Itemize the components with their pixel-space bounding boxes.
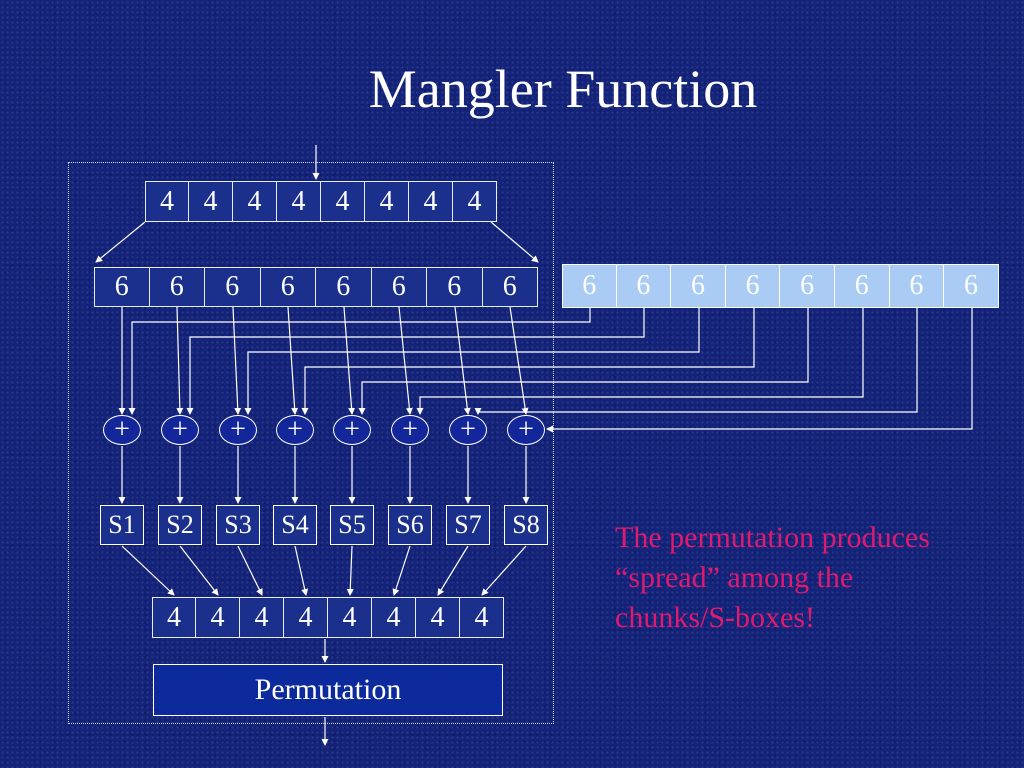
- key-to-xor-1: [128, 308, 591, 415]
- sbox-3: S3: [216, 505, 260, 545]
- mangler-boundary: [68, 162, 554, 724]
- input-chunk-6: 4: [365, 181, 409, 222]
- expansion-arrow-left: [95, 221, 146, 263]
- output-chunk-4: 4: [284, 597, 328, 638]
- expanded-to-xor-8: [509, 306, 529, 415]
- sbox-to-output-8: [481, 545, 527, 596]
- output-chunk-5: 4: [328, 597, 372, 638]
- xor-node-5: +: [333, 415, 371, 445]
- expanded-chunk-7: 6: [427, 267, 483, 307]
- sbox-7: S7: [446, 505, 490, 545]
- input-chunk-8: 4: [453, 181, 497, 222]
- key-chunk-5: 6: [780, 264, 835, 308]
- sbox-1: S1: [100, 505, 144, 545]
- key-chunk-6: 6: [834, 264, 890, 308]
- key-chunk-8: 6: [944, 264, 999, 308]
- sbox-to-output-1: [121, 545, 175, 596]
- sbox-to-output-7: [437, 545, 469, 596]
- sbox-to-output-2: [179, 545, 219, 596]
- note-line-1: The permutation produces: [615, 521, 930, 554]
- key-chunk-3: 6: [671, 264, 726, 308]
- expanded-chunk-8: 6: [482, 267, 538, 307]
- expansion-arrow-right: [490, 221, 539, 263]
- input-chunk-2: 4: [189, 181, 233, 222]
- sbox-8: S8: [504, 505, 548, 545]
- sbox-to-output-3: [237, 545, 263, 596]
- xor-node-3: +: [219, 415, 257, 445]
- output-chunk-6: 4: [372, 597, 416, 638]
- note-line-3: chunks/S-boxes!: [615, 601, 815, 634]
- sbox-6: S6: [388, 505, 432, 545]
- key-to-xor-3: [244, 308, 700, 415]
- input-chunk-5: 4: [321, 181, 365, 222]
- output-chunk-1: 4: [152, 597, 196, 638]
- input-chunk-7: 4: [409, 181, 453, 222]
- key-chunk-1: 6: [562, 264, 617, 308]
- expanded-to-xor-2: [176, 306, 184, 415]
- expanded-chunk-1: 6: [94, 267, 150, 307]
- output-chunk-7: 4: [416, 597, 460, 638]
- xor-node-7: +: [449, 415, 487, 445]
- key-to-xor-7: [474, 308, 918, 415]
- expanded-chunk-3: 6: [205, 267, 261, 307]
- xor-node-4: +: [276, 415, 314, 445]
- output-chunk-8: 4: [460, 597, 504, 638]
- sbox-to-output-4: [294, 545, 309, 596]
- sbox-4: S4: [273, 505, 317, 545]
- output-chunk-2: 4: [196, 597, 240, 638]
- sbox-to-output-5: [346, 545, 354, 596]
- expanded-chunk-2: 6: [149, 267, 205, 307]
- xor-node-8: +: [507, 415, 545, 445]
- expanded-to-xor-5: [343, 306, 356, 415]
- expanded-to-xor-4: [287, 306, 299, 415]
- key-chunk-2: 6: [616, 264, 672, 308]
- input-chunk-3: 4: [233, 181, 277, 222]
- permutation-box: Permutation: [153, 664, 503, 716]
- key-chunk-7: 6: [889, 264, 945, 308]
- sbox-2: S2: [158, 505, 202, 545]
- note-line-2: “spread” among the: [615, 561, 854, 594]
- page-title: Mangler Function: [368, 59, 758, 119]
- sbox-5: S5: [330, 505, 374, 545]
- key-to-xor-6: [416, 308, 864, 415]
- xor-node-2: +: [161, 415, 199, 445]
- output-chunk-3: 4: [240, 597, 284, 638]
- key-to-xor-8: [546, 308, 973, 433]
- expanded-to-xor-3: [232, 306, 242, 415]
- expanded-chunk-4: 6: [260, 267, 316, 307]
- expanded-chunk-5: 6: [316, 267, 372, 307]
- key-to-xor-4: [301, 308, 755, 415]
- input-chunk-1: 4: [145, 181, 189, 222]
- input-chunk-4: 4: [277, 181, 321, 222]
- annotation-note: The permutation produces “spread” among …: [615, 518, 995, 638]
- expanded-to-xor-6: [398, 306, 413, 415]
- key-to-xor-2: [186, 308, 645, 415]
- xor-node-6: +: [391, 415, 429, 445]
- sbox-to-output-6: [392, 545, 411, 596]
- key-chunk-4: 6: [725, 264, 781, 308]
- expanded-chunk-6: 6: [371, 267, 427, 307]
- xor-node-1: +: [103, 415, 141, 445]
- expanded-to-xor-7: [454, 306, 471, 415]
- key-to-xor-5: [358, 308, 809, 415]
